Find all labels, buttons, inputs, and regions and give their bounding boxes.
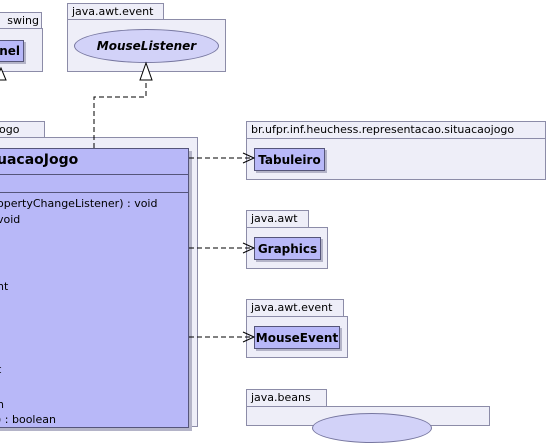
class-nel[interactable]: nel (0, 40, 24, 62)
method-line: t (0, 363, 1, 377)
package-tab-java-awt-event: java.awt.event (246, 299, 344, 317)
method-line: n (0, 398, 4, 411)
method-line: void (0, 213, 21, 226)
class-tabuleiro[interactable]: Tabuleiro (254, 148, 325, 171)
dependency-arrowhead-graphics (242, 242, 256, 254)
realization-arrowhead (139, 61, 153, 81)
package-tab-java-awt-event-top: java.awt.event (67, 3, 164, 20)
swing-realization-arrowhead (0, 66, 7, 81)
method-line: opertyChangeListener) : void (0, 197, 158, 210)
class-separator (0, 174, 188, 175)
package-tab-situacaojogo: br.ufpr.inf.heuchess.representacao.situa… (246, 121, 546, 139)
package-tab-swing: swing (0, 12, 42, 28)
package-tab-java-awt: java.awt (246, 210, 309, 228)
realization-line (93, 80, 147, 148)
class-graphics[interactable]: Graphics (254, 237, 321, 260)
dependency-arrowhead-tabuleiro (242, 152, 256, 164)
class-name: uacaoJogo (0, 152, 79, 168)
dependency-arrowhead-mouseevent (242, 331, 256, 343)
class-mouseevent[interactable]: MouseEvent (254, 326, 340, 349)
interface-mouselistener[interactable]: MouseListener (74, 29, 219, 63)
package-tab-java-beans: java.beans (246, 389, 327, 407)
method-line: nt (0, 280, 9, 293)
relationship-lines (0, 61, 256, 343)
package-tab-main: ogo (0, 121, 45, 138)
class-separator (0, 192, 188, 193)
